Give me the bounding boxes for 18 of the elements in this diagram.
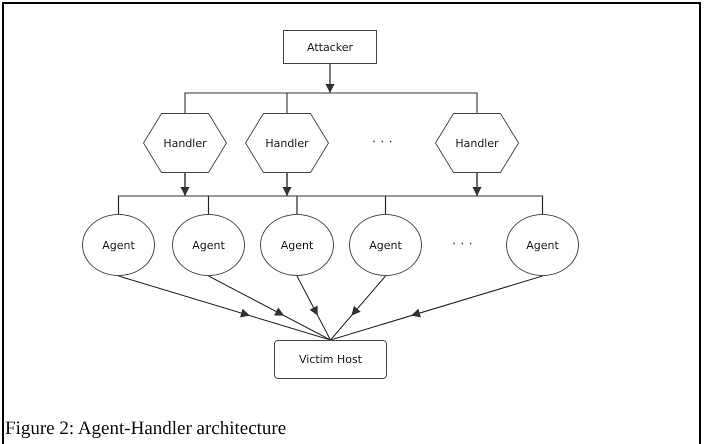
node-label: Agent — [526, 238, 559, 252]
handler-hexagon — [245, 113, 329, 173]
handler-hexagon — [435, 113, 519, 173]
node-label: Handler — [265, 136, 309, 150]
figure-caption: Figure 2: Agent-Handler architecture — [5, 418, 286, 440]
host-box — [274, 340, 387, 379]
node-label: Agent — [280, 238, 314, 252]
attacker-box — [283, 30, 377, 64]
handler-hexagon — [143, 113, 227, 173]
node-label: Handler — [455, 136, 499, 150]
node-label: Agent — [369, 238, 402, 252]
ellipsis-label: · · · — [372, 135, 393, 150]
node-label: Agent — [102, 238, 135, 252]
node-label: Handler — [163, 136, 207, 150]
node-label: Victim Host — [298, 353, 362, 366]
ellipsis-label: · · · — [452, 237, 473, 252]
node-label: Agent — [192, 238, 225, 252]
node-label: Attacker — [306, 40, 353, 54]
